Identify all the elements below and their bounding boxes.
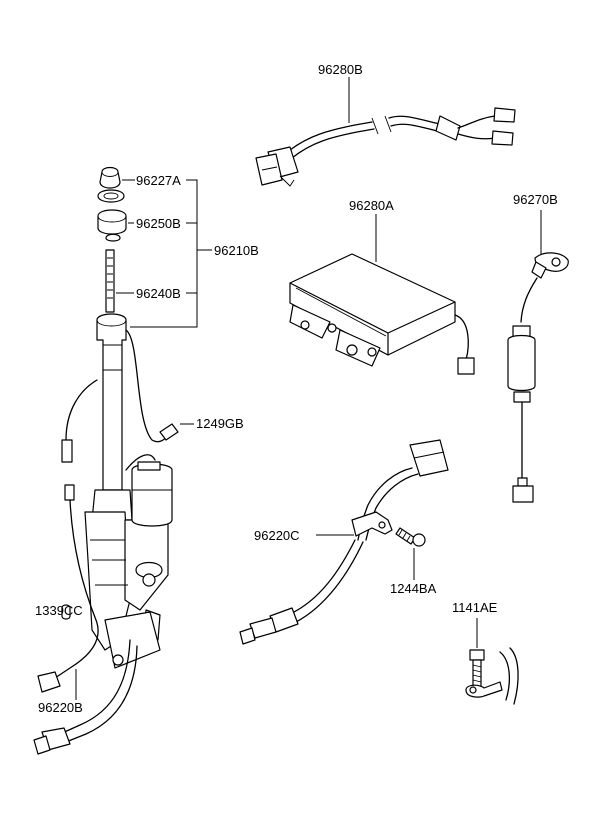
assy-bracket-96210b: [130, 179, 212, 328]
label-1249gb: 1249GB: [196, 416, 244, 431]
label-96280a: 96280A: [349, 198, 394, 213]
label-96240b: 96240B: [136, 286, 181, 301]
cap-96250b: [97, 209, 134, 242]
label-96280b: 96280B: [318, 62, 363, 77]
label-1244ba: 1244BA: [390, 581, 437, 596]
antenna-body: [33, 313, 194, 755]
label-96227a: 96227A: [136, 173, 181, 188]
screw-1244ba: [395, 527, 426, 580]
noise-filter-96270b: [507, 210, 569, 503]
grommet-96227a: [99, 166, 135, 189]
label-96210b: 96210B: [214, 243, 259, 258]
label-96270b: 96270B: [513, 192, 558, 207]
amplifier-96280a: [289, 214, 475, 375]
feeder-cable-96220c: [239, 439, 449, 645]
label-1339cc: 1339CC: [35, 603, 83, 618]
label-96220b: 96220B: [38, 700, 83, 715]
part-labels: 96280B 96280A 96270B 96227A 96250B 96210…: [35, 62, 558, 715]
label-96220c: 96220C: [254, 528, 300, 543]
washer: [97, 189, 125, 203]
bolt-1141ae: [465, 618, 519, 705]
label-96250b: 96250B: [136, 216, 181, 231]
mast-96240b: [105, 249, 134, 313]
harness-cable-96280b: [255, 77, 516, 187]
label-1141ae: 1141AE: [452, 600, 498, 615]
